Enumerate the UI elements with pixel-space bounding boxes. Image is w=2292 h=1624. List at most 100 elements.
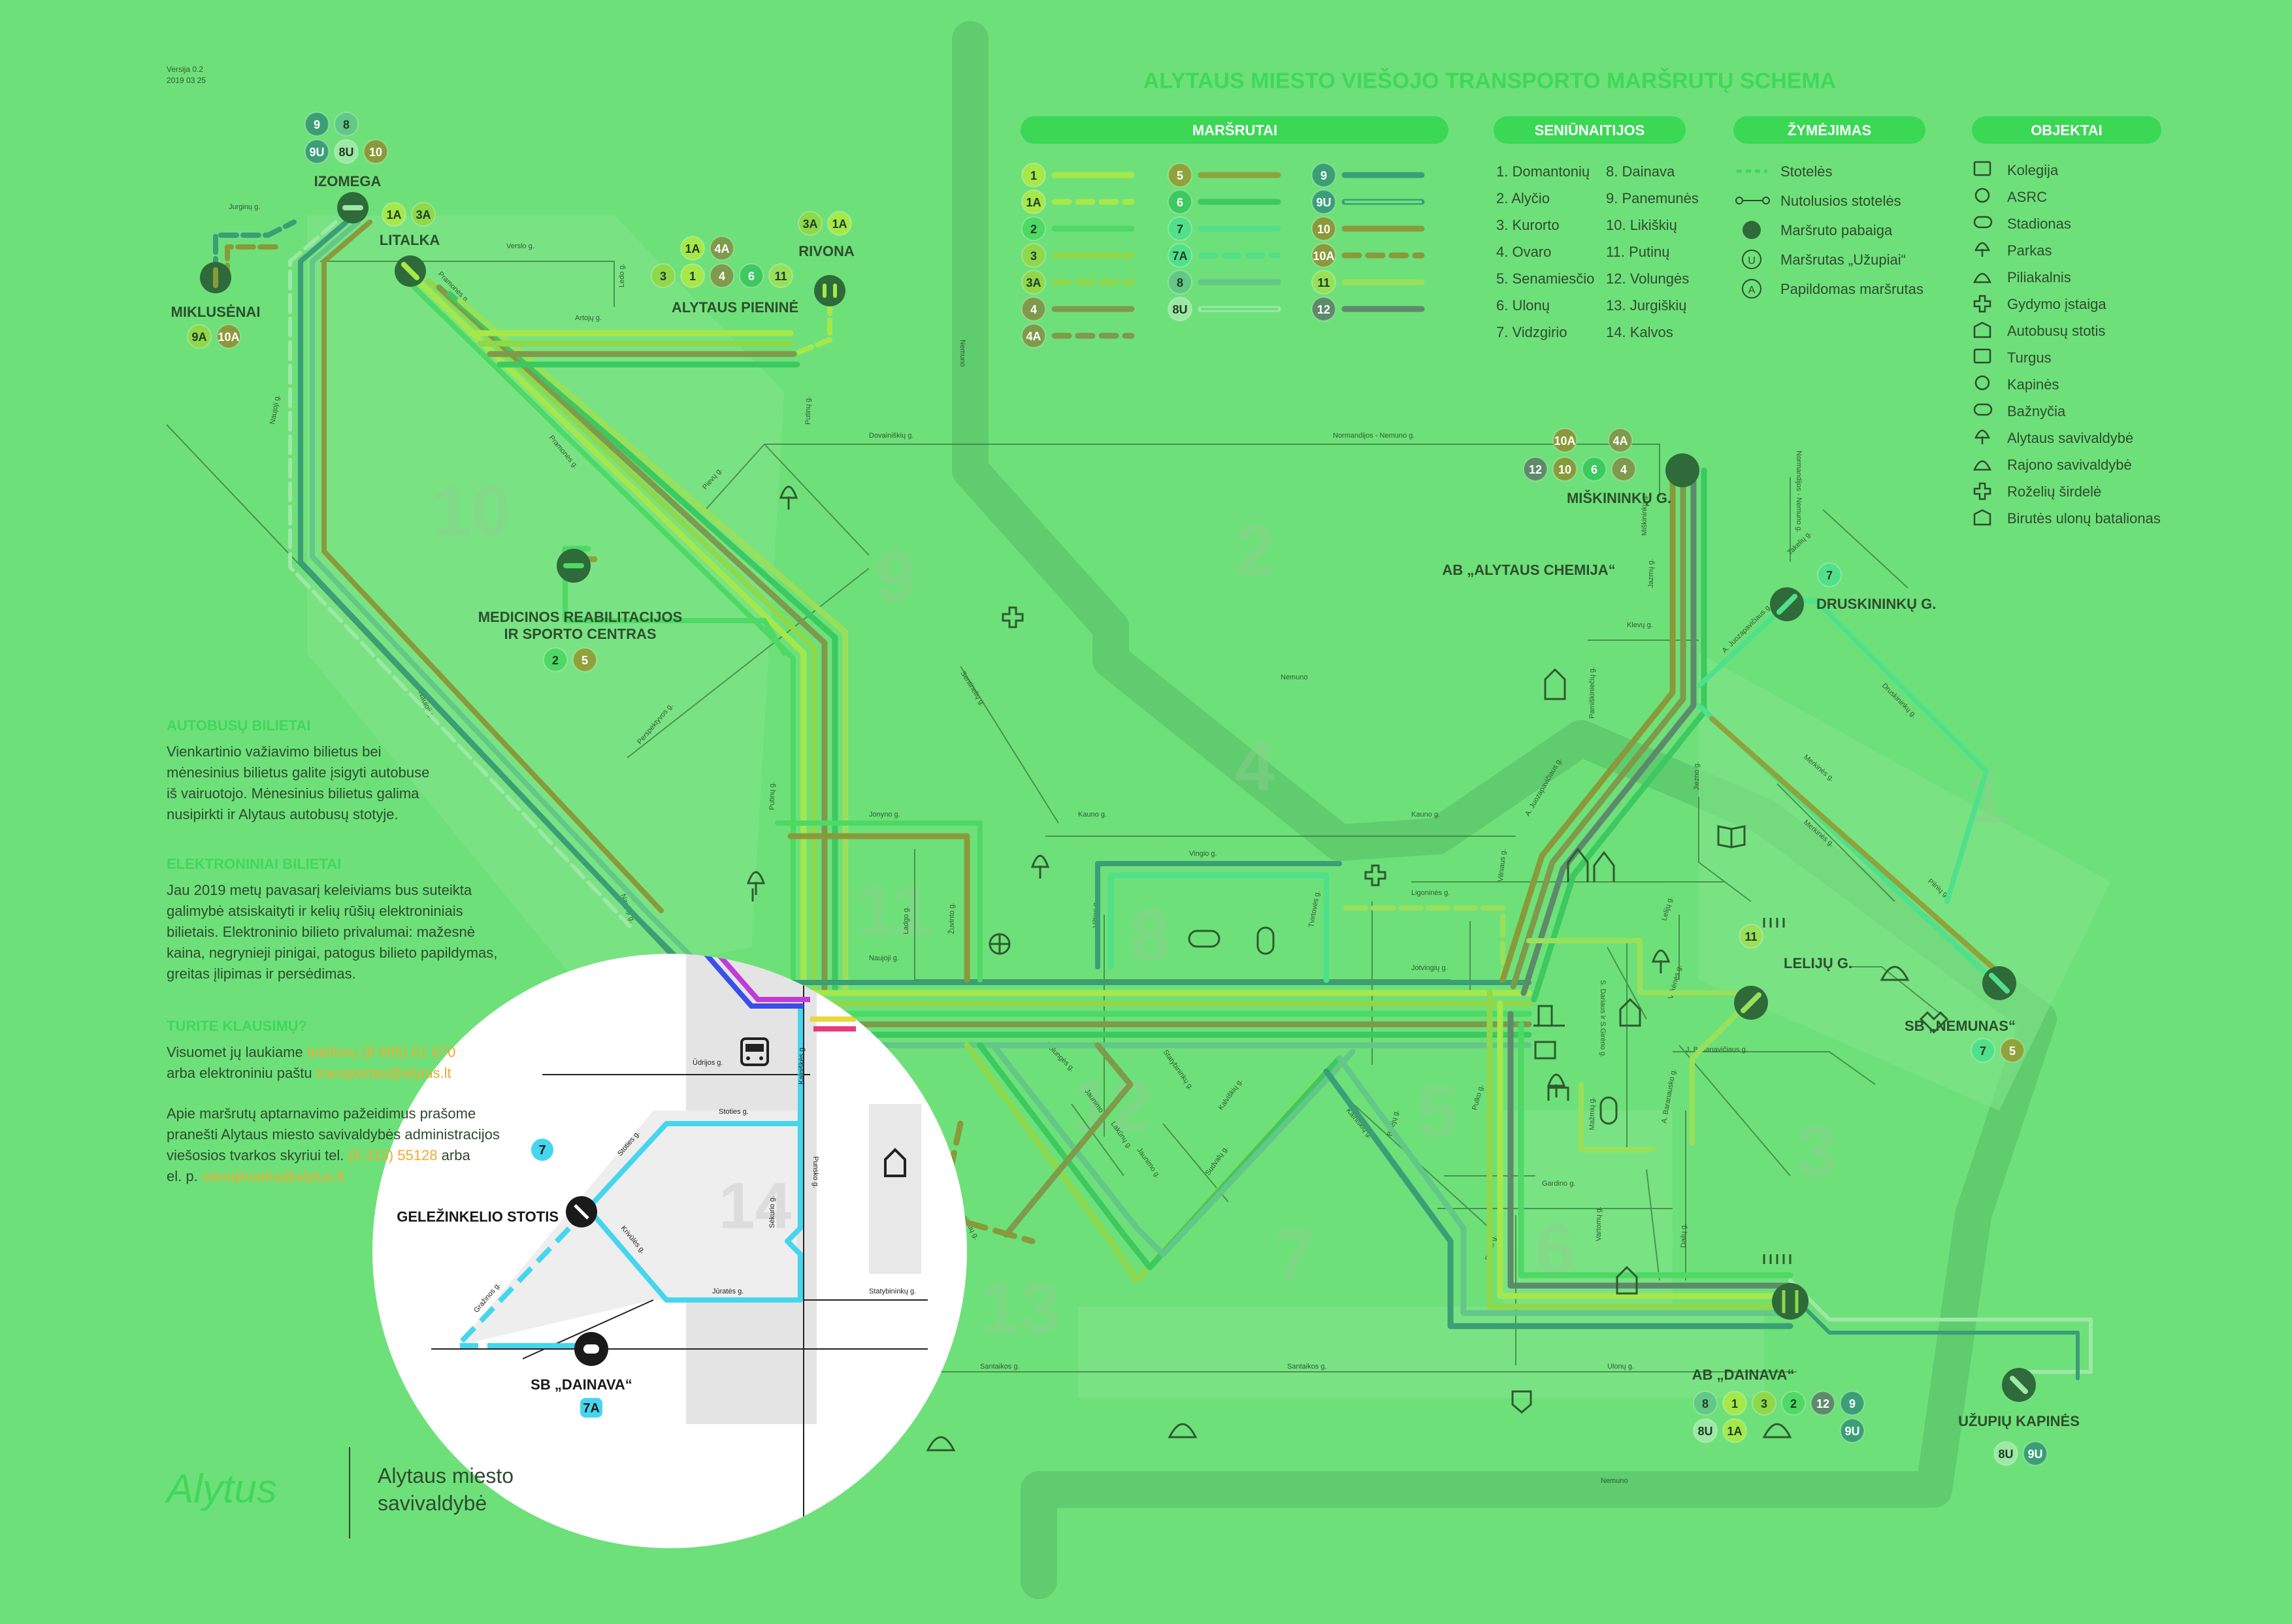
report-email-link[interactable]: viesojitvarka@alytus.lt bbox=[202, 1168, 344, 1184]
route-badge-text: 6 bbox=[748, 270, 755, 283]
river-label: Nemuno bbox=[1281, 674, 1308, 681]
route-badge-4: 4 bbox=[1611, 457, 1636, 481]
info-line: greitas įlipimas ir persėdimas. bbox=[167, 966, 356, 982]
stop-druskininku[interactable]: DRUSKININKŲ G. bbox=[1770, 587, 1936, 621]
page-title: ALYTAUS MIESTO VIEŠOJO TRANSPORTO MARŠRU… bbox=[1143, 68, 1836, 93]
route-badge-text: 10 bbox=[369, 146, 382, 159]
phone-link[interactable]: telefonu (8 685) 61 670 bbox=[307, 1044, 456, 1060]
stop-name: ALYTAUS PIENINĖ bbox=[672, 299, 798, 316]
district-item: 12. Volungės bbox=[1606, 270, 1689, 287]
street-label: Santaikos g. bbox=[980, 1363, 1020, 1371]
route-badge-text: 1A bbox=[386, 208, 401, 221]
street-label: Punsko g. bbox=[811, 1156, 819, 1188]
object-label: Piliakalnis bbox=[2007, 269, 2071, 285]
stop-litalka[interactable]: LITALKA bbox=[380, 232, 440, 287]
battalion-shield-icon bbox=[1973, 509, 1991, 526]
route-badge-10: 10 bbox=[363, 139, 388, 164]
church-icon bbox=[1616, 1265, 1638, 1295]
stadium-icon bbox=[1188, 930, 1220, 948]
route-badge-text: 8 bbox=[1177, 276, 1183, 289]
stop-sb-dainava[interactable]: SB „DAINAVA“ 7A bbox=[531, 1332, 632, 1418]
route-badge-10: 10 bbox=[1311, 216, 1336, 241]
stop-ab-dainava[interactable]: AB „DAINAVA“ bbox=[1692, 1283, 1809, 1383]
route-badge-2: 2 bbox=[543, 647, 568, 672]
hill-icon bbox=[1168, 1423, 1198, 1438]
route-badge-10A: 10A bbox=[216, 324, 241, 349]
stop-name: RIVONA bbox=[798, 243, 855, 259]
route-legend-item-7A: 7A bbox=[1168, 243, 1281, 268]
street-label: Pulko g. bbox=[1471, 1084, 1485, 1111]
route-legend-item-1: 1 bbox=[1021, 163, 1135, 187]
river-label: Nemuno bbox=[958, 340, 966, 367]
route-badge-4: 4 bbox=[710, 263, 734, 288]
stop-alytaus-pienine[interactable]: ALYTAUS PIENINĖ bbox=[672, 299, 798, 316]
route-badge-9U: 9U bbox=[1311, 189, 1336, 214]
stop-name: LITALKA bbox=[380, 232, 440, 248]
route-badge-text: 11 bbox=[774, 270, 787, 283]
stop-ab-alytaus-chemija[interactable]: AB „ALYTAUS CHEMIJA“ bbox=[1442, 562, 1615, 578]
marking-remote-stops: Nutolusios stotelės bbox=[1735, 193, 1901, 209]
route-badge-11: 11 bbox=[768, 263, 793, 288]
stop-gelezinkelio-stotis[interactable]: 7 GELEŽINKELIO STOTIS bbox=[397, 1139, 597, 1227]
route-badge bbox=[580, 1398, 602, 1418]
route-badge-text: 2 bbox=[1790, 1397, 1797, 1410]
book-icon bbox=[1717, 825, 1746, 849]
route-badge-3A: 3A bbox=[798, 211, 823, 236]
stop-miskininku[interactable]: MIŠKININKŲ G. bbox=[1567, 453, 1699, 506]
route-badge-text: 4 bbox=[1620, 463, 1627, 476]
route-badge-text: 7A bbox=[1172, 250, 1187, 263]
object-legend-item: Birutės ulonų batalionas bbox=[1973, 509, 2161, 527]
report-phone-link[interactable]: (8 315) 55128 bbox=[348, 1147, 438, 1163]
street-label: Putinų g. bbox=[768, 782, 776, 810]
stop-izomega[interactable]: IZOMEGA bbox=[314, 173, 382, 223]
route-badge-text: 1 bbox=[1030, 169, 1037, 182]
info-line: el. p. bbox=[167, 1168, 202, 1184]
rose-heart-icon bbox=[1919, 1011, 1949, 1034]
street-label: Kalniškės g. bbox=[798, 1046, 806, 1084]
street-label: Statybininkų g. bbox=[1162, 1048, 1195, 1092]
route-badge-2: 2 bbox=[1781, 1391, 1806, 1416]
route-badge-9: 9 bbox=[304, 112, 329, 137]
church-icon bbox=[1619, 998, 1641, 1027]
route-badge-11: 11 bbox=[1739, 924, 1763, 949]
marking-letter: A bbox=[1748, 285, 1756, 296]
map-stops: IZOMEGA LITALKA MIKLUSĖNAI ALYTAUS PIENI… bbox=[171, 173, 2080, 1429]
object-label: Alytaus savivaldybė bbox=[2007, 430, 2133, 446]
stop-rivona[interactable]: RIVONA bbox=[798, 243, 855, 306]
stop-uzupiu-kapines[interactable]: UŽUPIŲ KAPINĖS bbox=[1958, 1368, 2080, 1429]
inset-block bbox=[869, 1104, 921, 1274]
route-badge-text: 3 bbox=[1030, 250, 1037, 263]
district-item: 11. Putinų bbox=[1606, 244, 1669, 260]
bus-routes bbox=[213, 219, 2093, 1380]
stop-name: DRUSKININKŲ G. bbox=[1816, 596, 1936, 612]
logo-script: Alytus bbox=[164, 1467, 277, 1512]
hill-icon bbox=[1973, 272, 1991, 284]
street-label: Naujoji g. bbox=[269, 394, 282, 425]
stop-leliju[interactable]: LELIJŲ G. bbox=[1734, 955, 1852, 1020]
email-link[interactable]: transportas@alytus.lt bbox=[316, 1065, 451, 1081]
route-badge-1A: 1A bbox=[382, 202, 406, 227]
marking-label: Nutolusios stotelės bbox=[1780, 193, 1901, 209]
info-line: Vienkartinio važiavimo bilietus bei bbox=[167, 743, 382, 760]
info-line: mėnesinius bilietus galite įsigyti autob… bbox=[167, 764, 429, 781]
stop-miklusenai[interactable]: MIKLUSĖNAI bbox=[171, 262, 261, 320]
route-badge-text: 8U bbox=[1998, 1448, 2013, 1461]
route-badge-text: 1 bbox=[1731, 1397, 1738, 1410]
svg-text:el. p. viesojitvarka@alytus.lt: el. p. viesojitvarka@alytus.lt bbox=[167, 1168, 344, 1184]
stop-sb-nemunas[interactable]: SB „NEMUNAS“ bbox=[1905, 966, 2016, 1034]
route-badge-text: 9 bbox=[314, 118, 320, 131]
church-icon bbox=[1973, 403, 1993, 416]
stop-medicinos-reabilitacijos[interactable]: MEDICINOS REABILITACIJOS IR SPORTO CENTR… bbox=[478, 549, 683, 642]
object-legend-item: ASRC bbox=[1974, 187, 2047, 205]
church-icon bbox=[1567, 847, 1615, 882]
cross-icon bbox=[1973, 295, 1991, 313]
district-item: 10. Likiškių bbox=[1606, 217, 1677, 233]
district-item: 13. Jurgiškių bbox=[1606, 297, 1687, 314]
route-badge-6: 6 bbox=[739, 263, 764, 288]
info-line: pranešti Alytaus miesto savivaldybės adm… bbox=[167, 1126, 500, 1143]
cross-icon bbox=[1002, 606, 1024, 628]
object-label: Kolegija bbox=[2007, 162, 2059, 178]
